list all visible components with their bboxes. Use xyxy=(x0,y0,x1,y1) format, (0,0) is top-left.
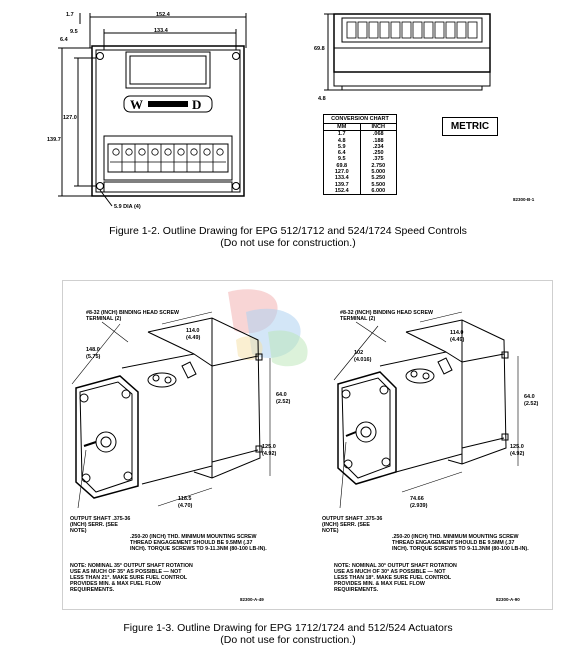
left-shaft-label: OUTPUT SHAFT .375-36 (INCH) SERR. (SEE N… xyxy=(70,516,131,534)
figure-1-2-caption: Figure 1-2. Outline Drawing for EPG 512/… xyxy=(109,225,467,237)
right-terminal-label: #8-32 (INCH) BINDING HEAD SCREW TERMINAL… xyxy=(340,310,433,322)
table-row: 5.9 .234 xyxy=(324,143,396,151)
metric-label: METRIC xyxy=(442,117,498,136)
left-dim-118: 118.5 xyxy=(178,496,192,502)
right-dim-64: 64.0 xyxy=(524,394,535,400)
cell-mm: 133.4 xyxy=(324,175,361,182)
left-dim-125: 125.0 xyxy=(262,444,276,450)
right-dim-74: 74.66 xyxy=(410,496,424,502)
figure-1-2-id: 82300-B-1 xyxy=(513,197,535,202)
conversion-table: MM INCH 1.7.068 4.8.188 5.9.234 6.4.250 … xyxy=(324,124,396,195)
left-dim-114-in: (4.49) xyxy=(186,335,201,341)
right-dim-114: 114.0 xyxy=(450,330,464,336)
table-row: 4.8 .188 xyxy=(324,137,396,144)
table-row: 69.8 2.750 xyxy=(324,162,396,170)
cell-inch: .250 xyxy=(372,150,384,157)
speed-control-outline-drawing: W D xyxy=(58,13,491,207)
cell-inch: 5.000 xyxy=(371,169,386,176)
right-figure-id: 82300-A-90 xyxy=(496,597,520,602)
dim-side-height: 69.8 xyxy=(314,46,325,52)
left-thread-note: .250-20 (INCH) THD. MINIMUM MOUNTING SCR… xyxy=(130,534,267,552)
dim-top-left: 1.7 xyxy=(66,12,74,18)
figure-1-2-subcaption: (Do not use for construction.) xyxy=(220,237,356,249)
dim-top-width: 152.4 xyxy=(156,12,170,18)
conversion-chart-title: CONVERSION CHART xyxy=(324,115,396,124)
table-row: 9.5 .375 xyxy=(324,156,396,163)
right-shaft-label: OUTPUT SHAFT .375-36 (INCH) SERR. (SEE N… xyxy=(322,516,383,534)
left-figure-id: 82300-A-49 xyxy=(240,597,264,602)
right-dim-125: 125.0 xyxy=(510,444,524,450)
dim-height-outer: 139.7 xyxy=(47,137,61,143)
cell-mm: 152.4 xyxy=(324,187,361,195)
header-inch: INCH xyxy=(360,124,396,132)
cell-mm: 69.8 xyxy=(324,162,361,170)
left-dim-64-in: (2.52) xyxy=(276,399,291,405)
cell-inch: .234 xyxy=(372,143,384,150)
right-dim-74-in: (2.939) xyxy=(410,503,428,509)
figure-1-3-caption: Figure 1-3. Outline Drawing for EPG 1712… xyxy=(123,622,453,634)
left-note: NOTE: NOMINAL 35° OUTPUT SHAFT ROTATION … xyxy=(70,563,193,593)
cell-inch: .068 xyxy=(372,131,384,138)
table-row: 139.7 5.500 xyxy=(324,181,396,188)
svg-text:W: W xyxy=(130,97,143,112)
header-mm: MM xyxy=(324,124,361,132)
left-dim-64: 64.0 xyxy=(276,392,287,398)
cell-inch: .188 xyxy=(372,137,384,144)
cell-mm: 9.5 xyxy=(324,156,361,163)
cell-mm: 5.9 xyxy=(324,143,361,151)
dim-inner-width: 133.4 xyxy=(154,28,168,34)
dim-height-inner: 127.0 xyxy=(63,115,77,121)
conversion-chart: CONVERSION CHART MM INCH 1.7 .068 4.8 .188… xyxy=(323,114,397,196)
table-row: 152.4 6.000 xyxy=(324,187,396,195)
cell-inch: 5.250 xyxy=(371,175,386,182)
right-dim-102: 102 xyxy=(354,350,364,356)
table-row: 127.0 5.000 xyxy=(324,169,396,176)
cell-mm: 127.0 xyxy=(324,169,361,176)
cell-mm: 1.7 xyxy=(324,130,361,138)
dim-side-bottom: 4.8 xyxy=(318,96,326,102)
table-row: 1.7 .068 xyxy=(324,130,396,138)
cell-inch: 6.000 xyxy=(371,187,386,194)
dim-left-a: 9.5 xyxy=(70,29,78,35)
right-dim-125-in: (4.92) xyxy=(510,451,525,457)
right-dim-102-in: (4.016) xyxy=(354,357,372,363)
right-dim-114-in: (4.49) xyxy=(450,337,465,343)
left-dim-148: 148.0 xyxy=(86,347,100,353)
dim-hole: 5.9 DIA (4) xyxy=(114,204,141,210)
figure-1-3-subcaption: (Do not use for construction.) xyxy=(220,634,356,646)
cell-inch: .375 xyxy=(372,156,384,163)
actuator-left-drawing xyxy=(71,311,271,509)
right-dim-64-in: (2.52) xyxy=(524,401,539,407)
actuator-figure-frame xyxy=(62,280,553,610)
table-row: 133.4 5.250 xyxy=(324,175,396,182)
cell-mm: 6.4 xyxy=(324,150,361,157)
dim-left-b: 6.4 xyxy=(60,37,68,43)
right-note: NOTE: NOMINAL 30° OUTPUT SHAFT ROTATION … xyxy=(334,563,457,593)
table-row: 6.4 .250 xyxy=(324,150,396,157)
left-dim-125-in: (4.92) xyxy=(262,451,277,457)
cell-inch: 5.500 xyxy=(371,181,386,188)
actuator-right-drawing xyxy=(333,311,519,509)
cell-mm: 139.7 xyxy=(324,181,361,188)
left-dim-118-in: (4.70) xyxy=(178,503,193,509)
left-terminal-label: #8-32 (INCH) BINDING HEAD SCREW TERMINAL… xyxy=(86,310,179,322)
cell-mm: 4.8 xyxy=(324,137,361,144)
right-thread-note: .250-20 (INCH) THD. MINIMUM MOUNTING SCR… xyxy=(392,534,529,552)
svg-text:D: D xyxy=(192,97,201,112)
left-dim-114: 114.0 xyxy=(186,328,200,334)
left-dim-148-in: (5.75) xyxy=(86,354,101,360)
cell-inch: 2.750 xyxy=(371,162,386,169)
